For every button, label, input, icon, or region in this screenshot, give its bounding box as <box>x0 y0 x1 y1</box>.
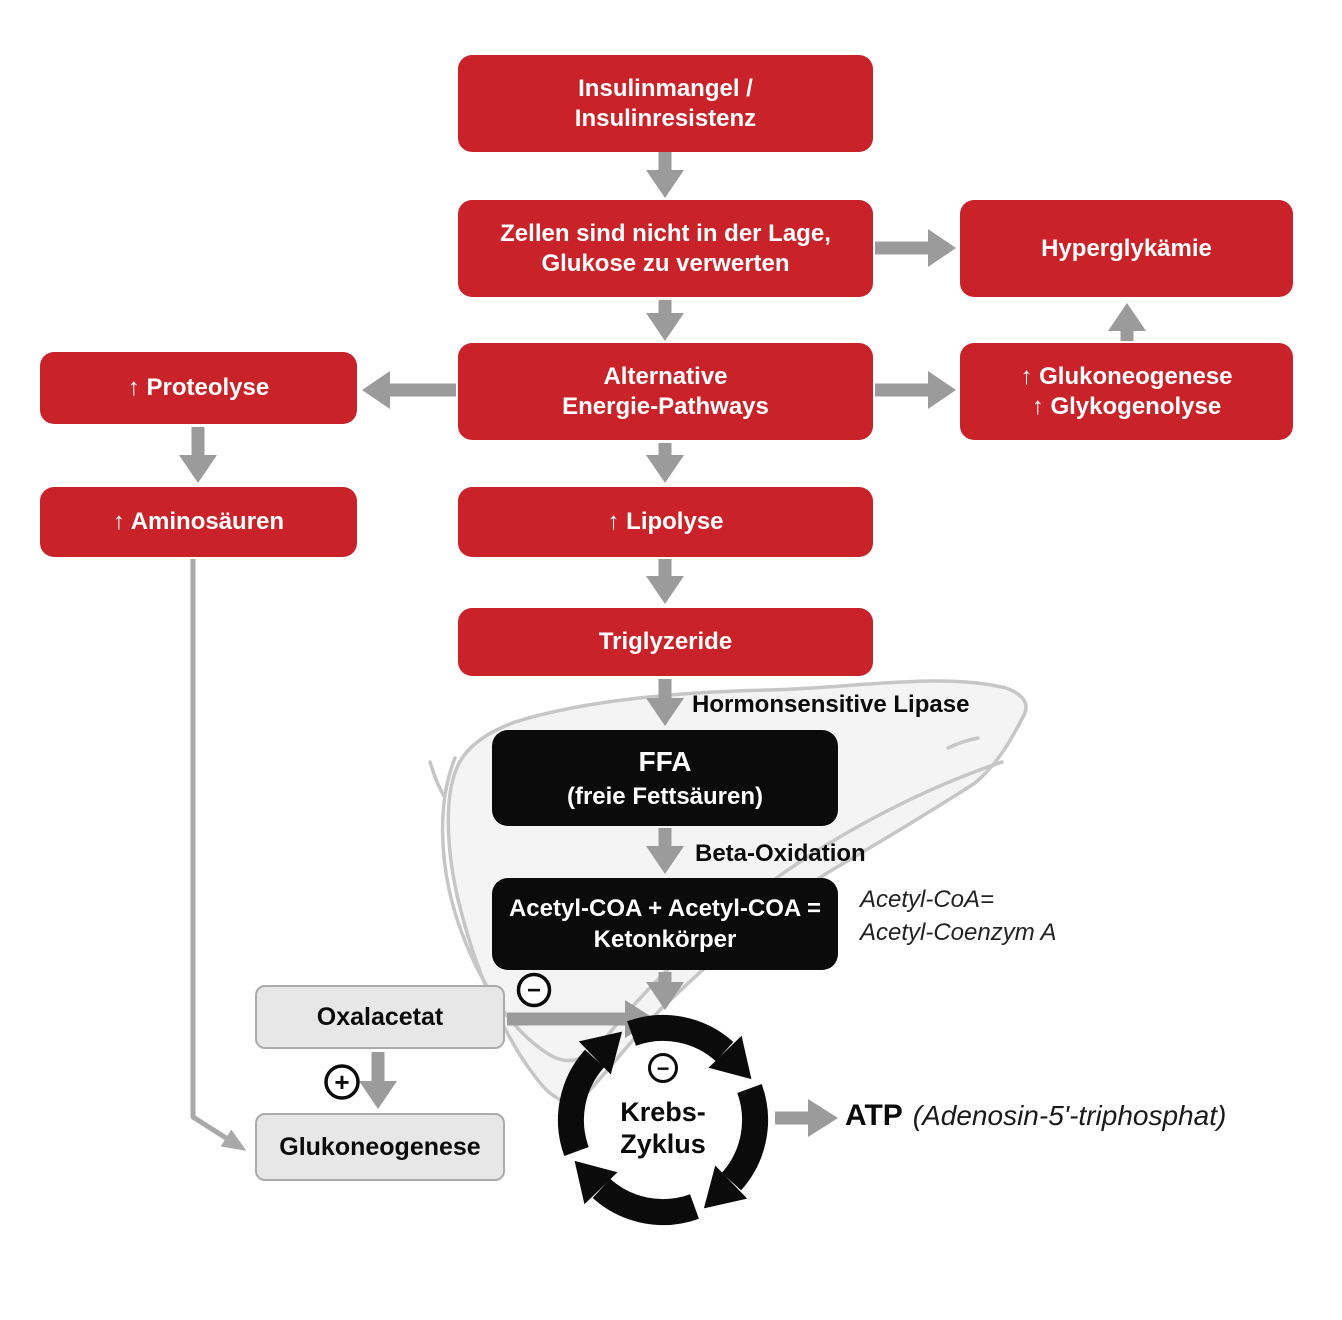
liver-detail-dash-right <box>946 736 980 750</box>
arrow-down-acetyl-to-krebs <box>646 972 684 1010</box>
label-atp-full-name: (Adenosin-5'-triphosphat) <box>912 1100 1227 1131</box>
arrow-right-alternative-to-glukoneogenese-glykogenolyse <box>875 371 956 409</box>
note-acetyl-coa-definition: Acetyl-CoA= Acetyl-Coenzym A <box>860 886 1057 947</box>
connector-aminosaeuren-to-glukoneogenese <box>190 559 247 1151</box>
liver-detail-dash-left <box>428 760 446 798</box>
atp-output: ATP (Adenosin-5'-triphosphat) <box>845 1099 1226 1133</box>
minus-badge-krebs: − <box>648 1053 678 1083</box>
arrow-down-lipolyse-to-triglyzeride <box>646 559 684 604</box>
box-proteolyse: ↑ Proteolyse <box>40 352 357 424</box>
arrow-down-triglyzeride-to-ffa <box>646 679 684 726</box>
box-oxalacetat: Oxalacetat <box>255 985 505 1049</box>
arrow-down-proteolyse-to-aminosaeuren <box>179 427 217 483</box>
svg-text:−: − <box>657 1056 670 1081</box>
flow-arrows <box>179 152 1146 1137</box>
arrow-down-oxalacetat-to-glukoneogenese <box>359 1052 397 1109</box>
box-triglyzeride: Triglyzeride <box>458 608 873 676</box>
label-atp: ATP <box>845 1099 903 1132</box>
box-glukoneogenese: Glukoneogenese <box>255 1113 505 1181</box>
arrow-right-krebs-to-atp <box>775 1099 838 1137</box>
plus-badge-glukoneogenese: + <box>324 1064 360 1100</box>
box-insulinmangel-insulinresistenz: Insulinmangel / Insulinresistenz <box>458 55 873 152</box>
arrow-down-ffa-to-acetyl <box>646 828 684 874</box>
label-krebs-zyklus: Krebs- Zyklus <box>620 1097 706 1160</box>
box-lipolyse: ↑ Lipolyse <box>458 487 873 557</box>
arrow-down-alternative-to-lipolyse <box>646 443 684 483</box>
minus-badge-oxalacetat: − <box>516 972 552 1008</box>
svg-text:+: + <box>334 1067 349 1097</box>
box-aminosaeuren: ↑ Aminosäuren <box>40 487 357 557</box>
box-zellen-glukose: Zellen sind nicht in der Lage, Glukose z… <box>458 200 873 297</box>
box-alternative-energie-pathways: Alternative Energie-Pathways <box>458 343 873 440</box>
krebs-cycle-icon <box>558 1015 768 1225</box>
ffa-title: FFA <box>638 746 692 778</box>
arrow-down-insulin-to-zellen <box>646 152 684 198</box>
arrow-right-zellen-to-hyperglykaemie <box>875 229 956 267</box>
box-acetyl-coa-ketonkoerper: Acetyl-COA + Acetyl-COA = Ketonkörper <box>492 878 838 970</box>
label-beta-oxidation: Beta-Oxidation <box>695 840 866 867</box>
arrow-down-zellen-to-alternative <box>646 300 684 341</box>
ffa-subtitle: (freie Fettsäuren) <box>566 782 764 810</box>
arrow-left-alternative-to-proteolyse <box>362 371 456 409</box>
label-hormonsensitive-lipase: Hormonsensitive Lipase <box>692 691 970 718</box>
arrow-up-glykogenolyse-to-hyperglykaemie <box>1108 303 1146 341</box>
box-hyperglykaemie: Hyperglykämie <box>960 200 1293 297</box>
box-ffa: FFA (freie Fettsäuren) <box>492 730 838 826</box>
box-glukoneogenese-glykogenolyse: ↑ Glukoneogenese ↑ Glykogenolyse <box>960 343 1293 440</box>
svg-text:−: − <box>527 977 541 1004</box>
